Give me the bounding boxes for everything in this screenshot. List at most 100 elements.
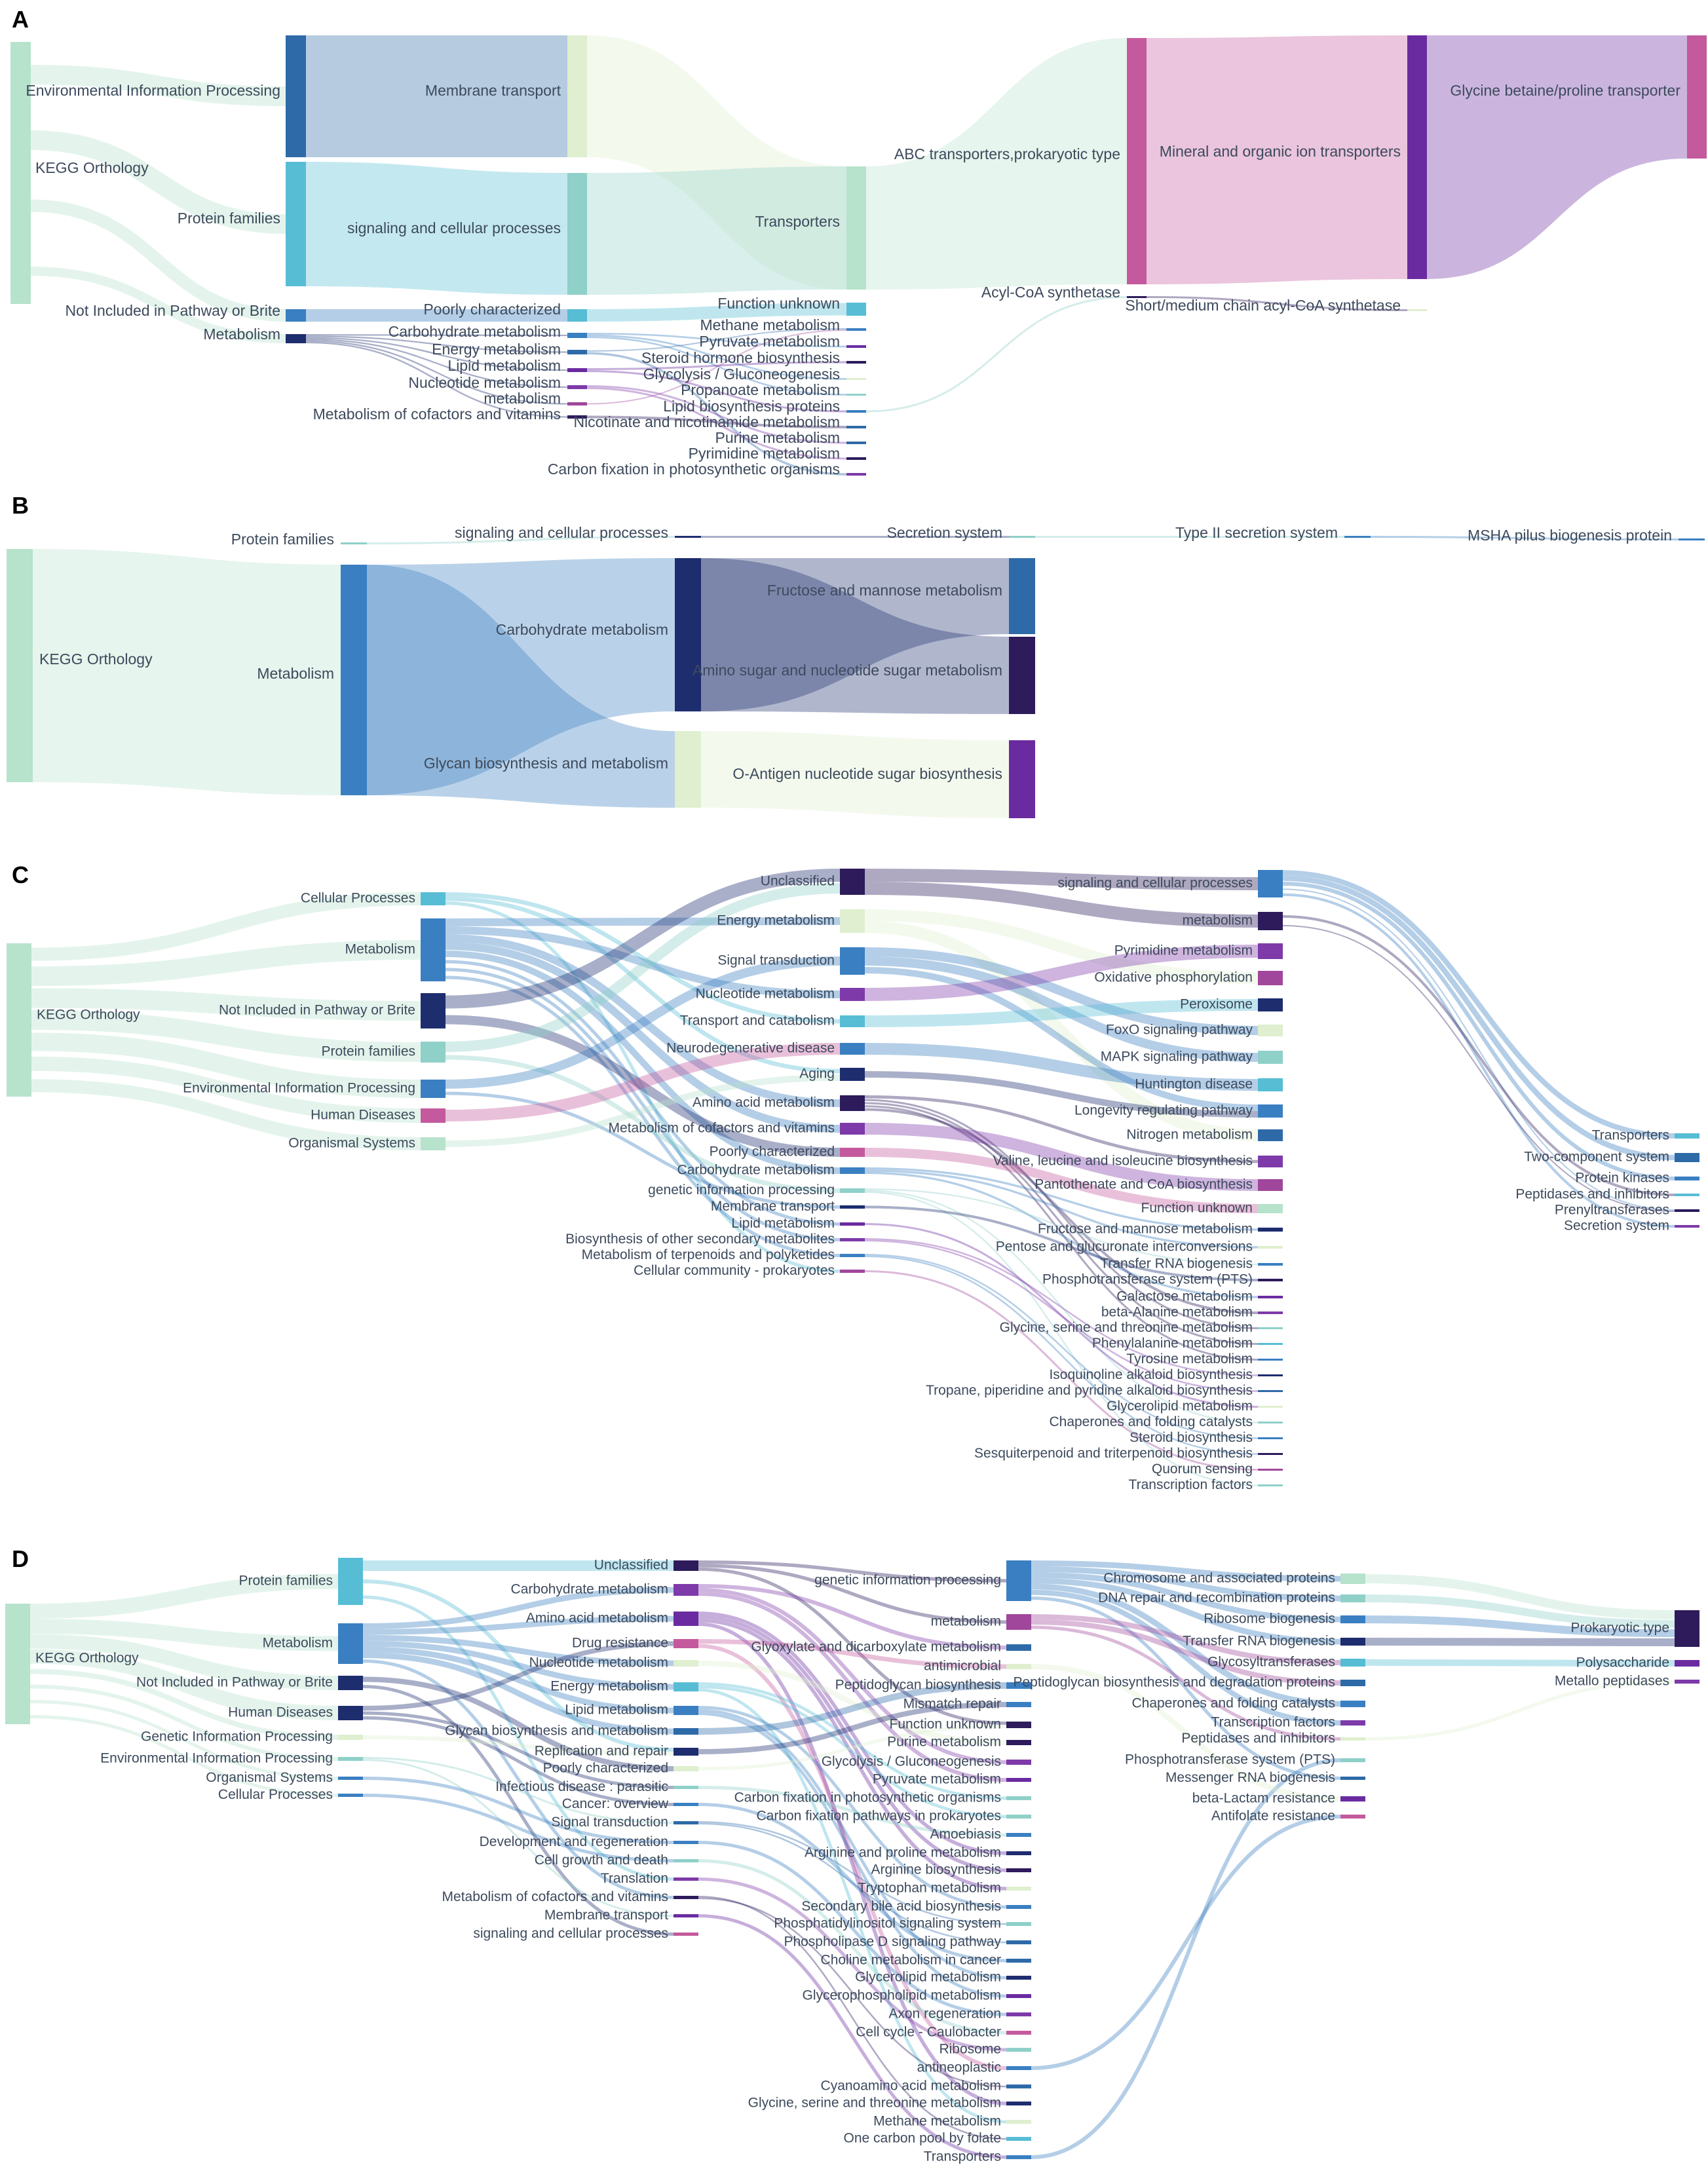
node-arginine-biosynthesis[interactable] [1006,1868,1031,1872]
node-transporters[interactable] [846,166,866,290]
node-metabolism-of-cofactors-and-vitamins[interactable] [567,415,587,419]
node-phosphotransferase-system-pts[interactable] [1340,1758,1365,1762]
node-transporters[interactable] [1675,1133,1699,1139]
node-kegg-orthology[interactable] [5,1604,30,1724]
node-huntington-disease[interactable] [1258,1078,1283,1091]
node-axon-regeneration[interactable] [1006,2012,1031,2016]
node-tropane-piperidine-and-pyridine-alkaloid-biosynthesis[interactable] [1258,1390,1283,1392]
node-pyruvate-metabolism[interactable] [1006,1778,1031,1782]
node-amino-acid-metabolism[interactable] [674,1612,698,1626]
node-nucleotide-metabolism[interactable] [567,385,587,389]
node-transfer-rna-biogenesis[interactable] [1340,1638,1365,1646]
node-cellular-community-prokaryotes[interactable] [840,1270,865,1273]
node-polysaccharide[interactable] [1675,1660,1699,1667]
node-transfer-rna-biogenesis[interactable] [1258,1263,1283,1266]
node-nucleotide-metabolism[interactable] [840,988,865,1001]
node-cell-cycle-caulobacter[interactable] [1006,2031,1031,2035]
node-metabolism[interactable] [567,402,587,406]
node-peroxisome[interactable] [1258,998,1283,1011]
node-poorly-characterized[interactable] [840,1148,865,1157]
node-poorly-characterized[interactable] [567,309,587,322]
node-kegg-orthology[interactable] [10,42,31,304]
node-nitrogen-metabolism[interactable] [1258,1129,1283,1141]
node-energy-metabolism[interactable] [674,1682,698,1691]
node-carbohydrate-metabolism[interactable] [567,333,587,338]
node-choline-metabolism-in-cancer[interactable] [1006,1959,1031,1963]
node-steroid-biosynthesis[interactable] [1258,1437,1283,1439]
node-beta-lactam-resistance[interactable] [1340,1796,1365,1801]
node-replication-and-repair[interactable] [674,1748,698,1756]
node-signal-transduction[interactable] [840,947,865,975]
node-glycosyltransferases[interactable] [1340,1659,1365,1667]
node-amino-sugar-and-nucleotide-sugar-metabolism[interactable] [1009,637,1035,714]
node-acyl-coa-synthetase[interactable] [1127,296,1147,298]
node-transcription-factors[interactable] [1258,1484,1283,1486]
node-methane-metabolism[interactable] [846,328,866,331]
node-function-unknown[interactable] [1258,1204,1283,1213]
node-cellular-processes[interactable] [421,892,446,905]
node-ribosome-biogenesis[interactable] [1340,1615,1365,1623]
node-translation[interactable] [674,1877,698,1881]
node-secondary-bile-acid-biosynthesis[interactable] [1006,1905,1031,1909]
node-metabolism-of-cofactors-and-vitamins[interactable] [674,1896,698,1899]
node-organismal-systems[interactable] [338,1777,363,1780]
node-kegg-orthology[interactable] [7,943,31,1097]
node-not-included-in-pathway-or-brite[interactable] [421,993,446,1028]
node-not-included-in-pathway-or-brite[interactable] [338,1676,363,1690]
node-phosphatidylinositol-signaling-system[interactable] [1006,1922,1031,1926]
node-energy-metabolism[interactable] [840,909,865,933]
node-environmental-information-processing[interactable] [421,1080,446,1098]
node-o-antigen-nucleotide-sugar-biosynthesis[interactable] [1009,740,1035,818]
node-peptidases-and-inhibitors[interactable] [1675,1194,1699,1196]
node-protein-kinases[interactable] [1675,1177,1699,1180]
node-protein-families[interactable] [421,1042,446,1063]
node-msha-pilus-biogenesis-protein[interactable] [1679,538,1705,540]
node-lipid-metabolism[interactable] [674,1706,698,1715]
node-dna-repair-and-recombination-proteins[interactable] [1340,1594,1365,1602]
node-tryptophan-metabolism[interactable] [1006,1887,1031,1891]
node-prokaryotic-type[interactable] [1675,1610,1699,1647]
node-signal-transduction[interactable] [674,1821,698,1824]
node-one-carbon-pool-by-folate[interactable] [1006,2137,1031,2141]
node-phospholipase-d-signaling-pathway[interactable] [1006,1940,1031,1944]
node-signaling-and-cellular-processes[interactable] [674,1933,698,1936]
node-peptidoglycan-biosynthesis[interactable] [1006,1682,1031,1689]
node-nicotinate-and-nicotinamide-metabolism[interactable] [846,426,866,428]
node-carbon-fixation-in-photosynthetic-organisms[interactable] [846,473,866,476]
node-aging[interactable] [840,1068,865,1081]
node-glycerophospholipid-metabolism[interactable] [1006,1994,1031,1998]
node-unclassified[interactable] [840,869,865,895]
node-glycine-serine-and-threonine-metabolism[interactable] [1006,2102,1031,2105]
node-methane-metabolism[interactable] [1006,2120,1031,2124]
node-propanoate-metabolism[interactable] [846,394,866,396]
node-isoquinoline-alkaloid-biosynthesis[interactable] [1258,1374,1283,1376]
node-pyrimidine-metabolism[interactable] [1258,943,1283,959]
node-genetic-information-processing[interactable] [338,1735,363,1740]
node-infectious-disease-parasitic[interactable] [674,1786,698,1789]
node-cellular-processes[interactable] [338,1794,363,1797]
node-organismal-systems[interactable] [421,1137,446,1150]
node-chaperones-and-folding-catalysts[interactable] [1258,1422,1283,1424]
node-sesquiterpenoid-and-triterpenoid-biosynthesis[interactable] [1258,1453,1283,1455]
node-metabolism[interactable] [421,918,446,981]
node-carbohydrate-metabolism[interactable] [675,558,701,711]
node-transcription-factors[interactable] [1340,1720,1365,1726]
node-glycan-biosynthesis-and-metabolism[interactable] [674,1728,698,1735]
node-purine-metabolism[interactable] [1006,1740,1031,1745]
node-poorly-characterized[interactable] [674,1766,698,1771]
node-glycolysis-gluconeogenesis[interactable] [1006,1760,1031,1765]
node-metabolism[interactable] [1258,912,1283,930]
node-peptidases-and-inhibitors[interactable] [1340,1737,1365,1741]
node-quorum-sensing[interactable] [1258,1469,1283,1471]
node-transporters[interactable] [1006,2155,1031,2159]
node-cyanoamino-acid-metabolism[interactable] [1006,2084,1031,2088]
node-development-and-regeneration[interactable] [674,1841,698,1844]
node-metabolism-of-cofactors-and-vitamins[interactable] [840,1123,865,1135]
node-protein-families[interactable] [341,542,367,544]
node-tyrosine-metabolism[interactable] [1258,1359,1283,1361]
node-foxo-signaling-pathway[interactable] [1258,1025,1283,1036]
node-glyoxylate-and-dicarboxylate-metabolism[interactable] [1006,1644,1031,1651]
node-cancer-overview[interactable] [674,1803,698,1806]
node-secretion-system[interactable] [1675,1225,1699,1228]
node-human-diseases[interactable] [421,1108,446,1123]
